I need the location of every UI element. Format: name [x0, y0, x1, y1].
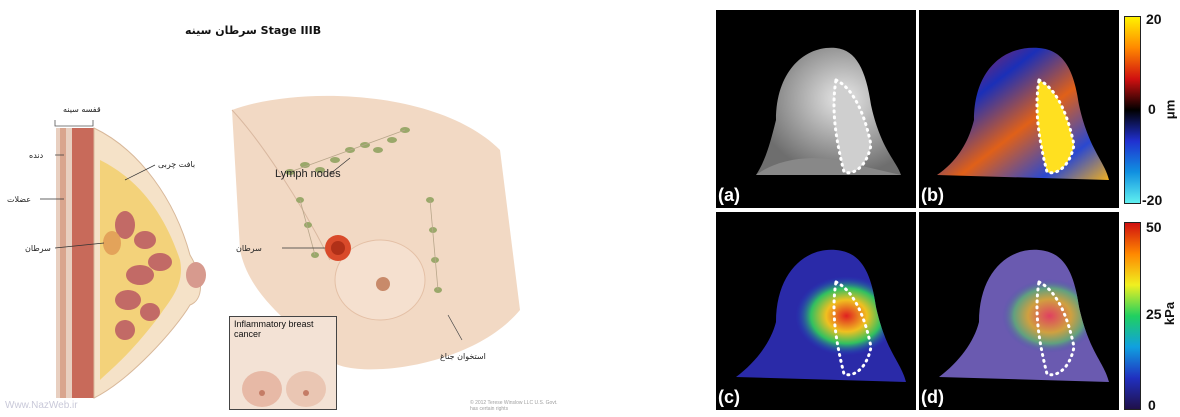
- inflammatory-inset: Inflammatory breast cancer: [229, 316, 337, 410]
- panel-c: (c): [716, 212, 916, 410]
- ribs-label: دنده: [29, 151, 43, 160]
- chest-wall-label: قفسه سینه: [63, 105, 101, 114]
- breast-cancer-illustration: سرطان سینه Stage IIIB: [0, 0, 560, 417]
- muscles-label: عضلات: [7, 195, 31, 204]
- stiffness-colorbar: [1124, 222, 1141, 410]
- panel-c-label: (c): [718, 387, 740, 408]
- fatty-tissue-label: بافت چربی: [158, 160, 195, 169]
- sternum-label: استخوان جناغ: [440, 352, 486, 361]
- displacement-colorbar: [1124, 16, 1141, 204]
- panel-b-image: [919, 10, 1119, 208]
- cancer-front-label: سرطان: [236, 244, 262, 253]
- watermark: Www.NazWeb.ir: [5, 400, 78, 411]
- copyright: © 2012 Terese Winslow LLC U.S. Govt. has…: [470, 400, 560, 412]
- elastography-figure: (a) (b): [708, 0, 1180, 417]
- lymph-nodes-label: Lymph nodes: [275, 168, 341, 180]
- displacement-max: 20: [1146, 11, 1162, 27]
- panel-b-label: (b): [921, 185, 944, 206]
- stiffness-min: 0: [1148, 397, 1156, 413]
- panel-b: (b): [919, 10, 1119, 208]
- panel-a-image: [716, 10, 916, 208]
- stiffness-unit: kPa: [1162, 302, 1177, 325]
- panel-d: (d): [919, 212, 1119, 410]
- panel-d-image: [919, 212, 1119, 410]
- stiffness-max: 50: [1146, 219, 1162, 235]
- panel-d-label: (d): [921, 387, 944, 408]
- displacement-unit: μm: [1162, 100, 1177, 120]
- panel-c-image: [716, 212, 916, 410]
- displacement-mid: 0: [1148, 101, 1156, 117]
- panel-a-label: (a): [718, 185, 740, 206]
- stiffness-mid: 25: [1146, 306, 1162, 322]
- displacement-min: -20: [1142, 192, 1162, 208]
- inset-drawing: [230, 317, 336, 409]
- cancer-side-label: سرطان: [25, 244, 51, 253]
- panel-a: (a): [716, 10, 916, 208]
